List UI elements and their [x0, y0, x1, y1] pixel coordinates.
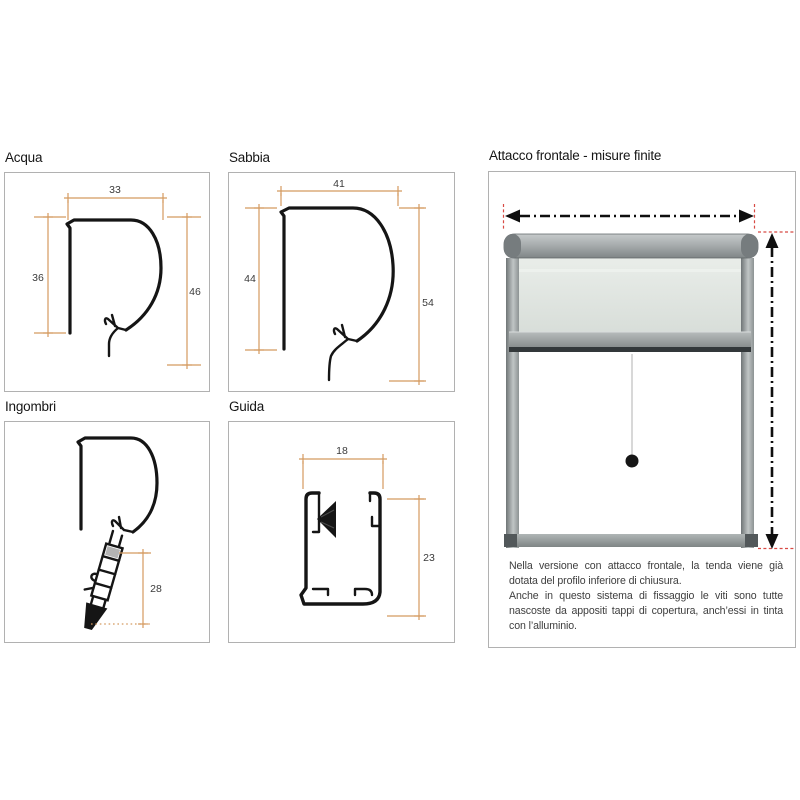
bottom-sill-bar — [504, 534, 758, 547]
width-measure-arrow — [502, 204, 756, 229]
ingombri-panel: 28 — [4, 421, 210, 643]
guida-dim-right-label: 23 — [423, 552, 435, 564]
guida-inner-bottom — [311, 587, 374, 597]
sill-right-block — [745, 534, 758, 547]
ingombri-dim-height-label: 28 — [150, 583, 162, 595]
sabbia-dim-top: 41 — [277, 178, 402, 206]
sabbia-profile-outline — [279, 206, 395, 351]
bottom-bar-clip — [105, 546, 121, 559]
sabbia-dim-right-label: 54 — [422, 297, 434, 309]
acqua-dim-top: 33 — [64, 184, 167, 220]
mesh-highlight — [519, 269, 741, 272]
guida-channel-outline — [299, 491, 382, 606]
ingombri-bottom-bar — [83, 529, 125, 631]
ingombri-technical-drawing: 28 — [76, 436, 162, 631]
acqua-dim-left: 36 — [32, 213, 66, 337]
acqua-dim-left-label: 36 — [32, 272, 44, 284]
screen-opening — [519, 352, 741, 534]
attacco-section-title: Attacco frontale - misure finite — [489, 148, 662, 163]
sabbia-profile-clip-detail — [327, 323, 359, 382]
guida-dim-top-label: 18 — [336, 445, 348, 457]
screen-left-frame — [506, 258, 519, 548]
guida-section-title: Guida — [229, 399, 265, 414]
acqua-dim-top-label: 33 — [109, 184, 121, 196]
acqua-dim-right: 46 — [167, 213, 201, 369]
acqua-profile-clip-detail — [103, 313, 128, 358]
ingombri-dim-height: 28 — [91, 549, 162, 628]
guida-brush-streaks — [320, 509, 335, 529]
guida-brush — [317, 501, 336, 538]
acqua-technical-drawing: 33 36 46 — [32, 184, 201, 369]
cassette-left-cap — [504, 234, 521, 258]
bottom-bar-stem — [107, 529, 124, 549]
sabbia-section-title: Sabbia — [229, 150, 270, 165]
sill-left-block — [504, 534, 517, 547]
guida-technical-drawing: 18 23 — [299, 445, 435, 620]
sabbia-technical-drawing: 41 44 54 — [244, 178, 434, 385]
guida-dim-top: 18 — [299, 445, 387, 489]
acqua-panel: 33 36 46 — [4, 172, 210, 392]
cassette-box — [503, 233, 759, 259]
guida-right-arm — [370, 515, 382, 528]
sabbia-dim-right: 54 — [389, 204, 434, 385]
acqua-section-title: Acqua — [5, 150, 43, 165]
ingombri-section-title: Ingombri — [5, 399, 56, 414]
ingombri-profile-clip-detail — [110, 515, 135, 534]
attacco-product-photo — [502, 204, 795, 550]
bottom-bar-brush — [84, 602, 108, 631]
attacco-paragraph-1: Nella versione con attacco frontale, la … — [509, 560, 783, 587]
attacco-paragraph-2: Anche in questo sistema di fissaggio le … — [509, 590, 783, 632]
bottom-profile-shadow — [509, 347, 751, 352]
guida-dim-right: 23 — [387, 495, 435, 620]
attacco-description: Nella versione con attacco frontale, la … — [509, 559, 783, 634]
sabbia-dim-left-label: 44 — [244, 273, 256, 285]
bottom-bar-neck — [89, 594, 107, 609]
guida-panel: 18 23 — [228, 421, 455, 643]
acqua-profile-outline — [65, 218, 163, 335]
sabbia-panel: 41 44 54 — [228, 172, 455, 392]
screen-right-frame — [741, 258, 754, 548]
sabbia-dim-left: 44 — [244, 204, 277, 354]
bottom-bar-ribs — [93, 554, 121, 589]
attacco-panel: Nella versione con attacco frontale, la … — [488, 171, 796, 648]
mesh-bottom-profile — [509, 332, 751, 349]
pull-cord-knob — [625, 454, 639, 468]
ingombri-profile-outline — [76, 436, 159, 534]
bottom-bar-hooks — [83, 572, 99, 591]
sabbia-dim-top-label: 41 — [333, 178, 345, 190]
acqua-dim-right-label: 46 — [189, 286, 201, 298]
height-measure-arrow — [758, 231, 795, 550]
guida-left-lip — [311, 491, 321, 534]
cassette-right-cap — [741, 234, 758, 258]
